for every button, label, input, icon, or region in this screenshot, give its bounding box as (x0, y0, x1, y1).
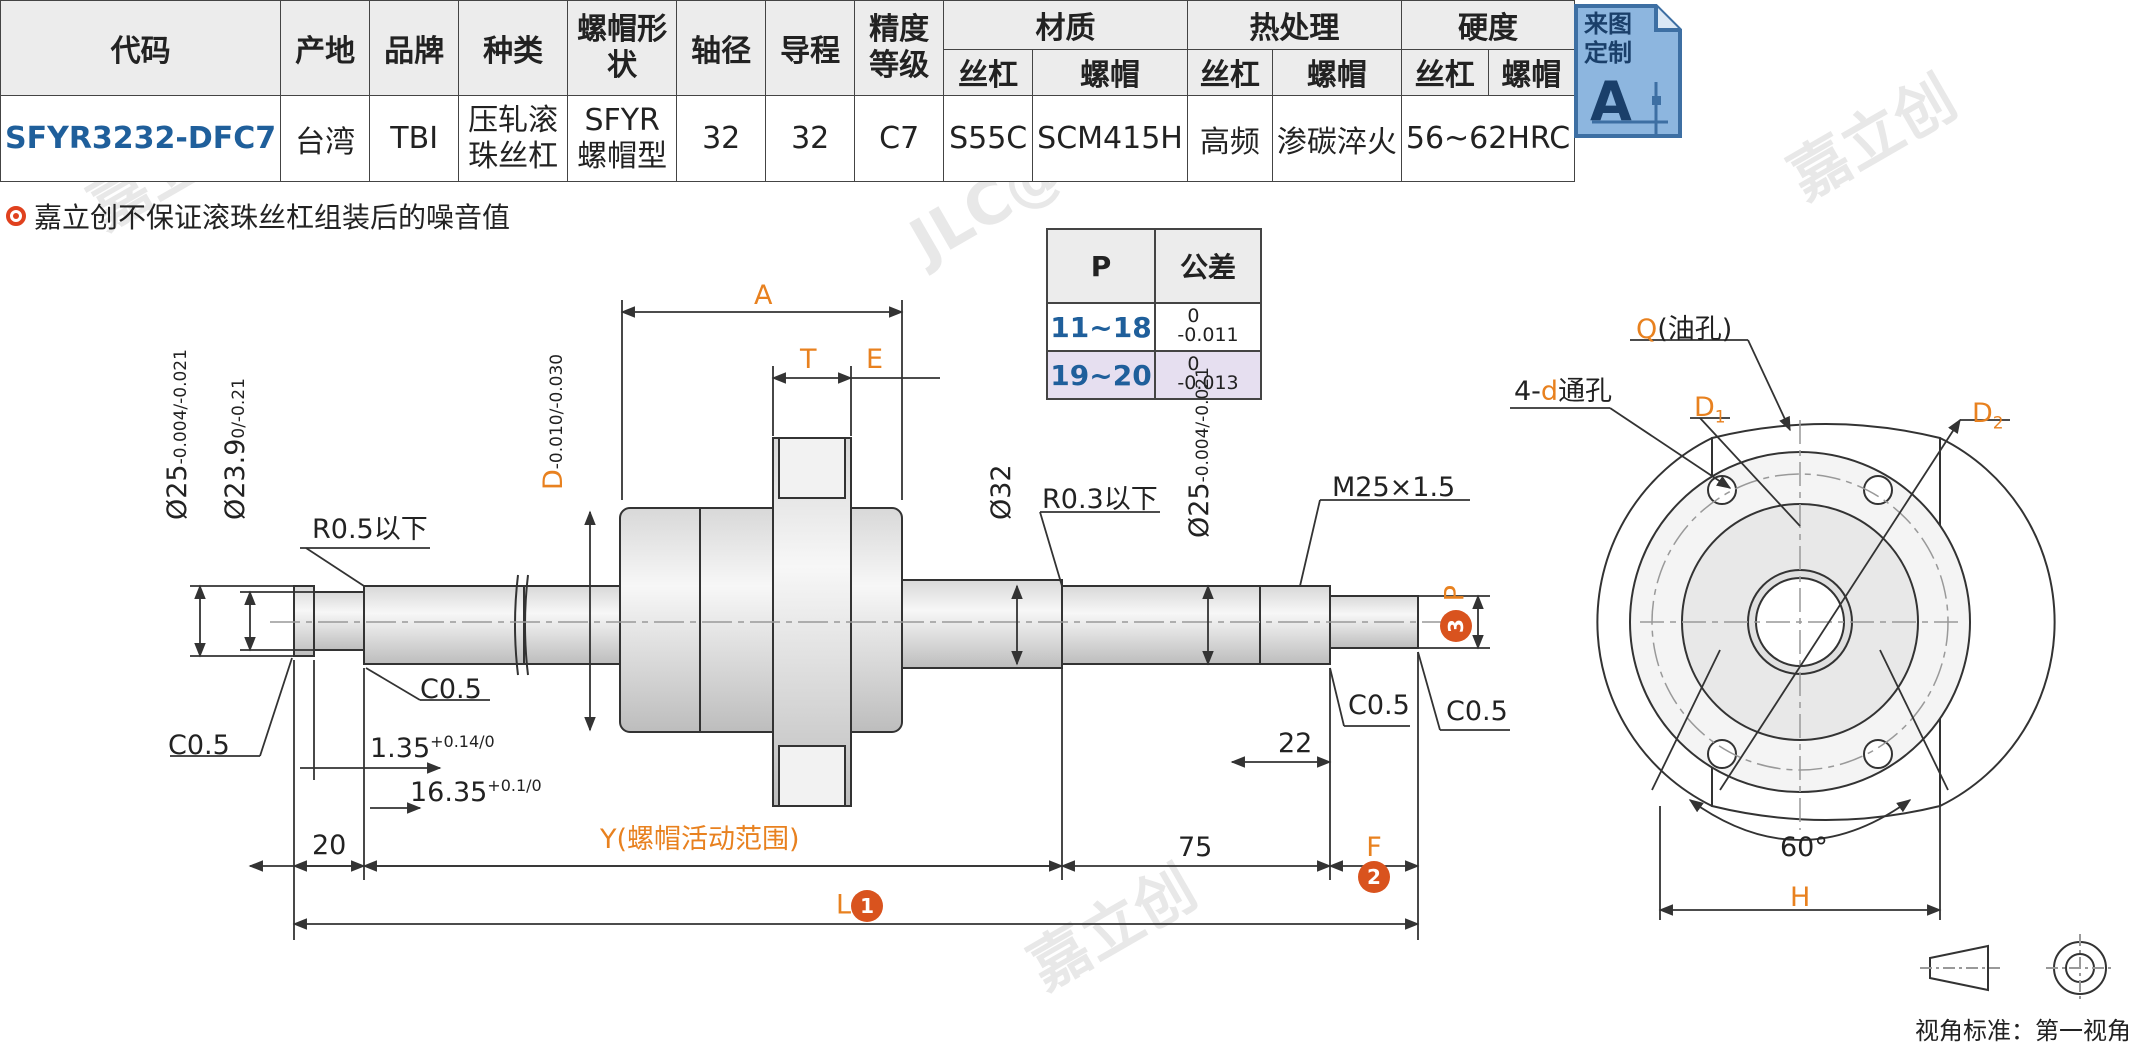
custom-drawing-badge[interactable]: 来图 定制 A (1572, 2, 1684, 140)
shaft-thread-right (901, 579, 1063, 669)
header-hardness: 硬度 (1400, 0, 1576, 50)
tol-header-tolerance: 公差 (1154, 228, 1262, 304)
dim-c05-left: C0.5 (168, 730, 230, 761)
shaft-journal-right (1061, 585, 1261, 665)
cell-nut-material: SCM415H (1032, 95, 1188, 182)
cell-hardness: 56~62HRC (1400, 95, 1576, 182)
header-type: 种类 (458, 0, 569, 96)
dim-4d-hole: 4-d通孔 (1514, 376, 1613, 407)
tol-value: 0-0.011 (1154, 302, 1262, 352)
sub-header: 丝杠 (1400, 48, 1489, 96)
cell-nut-heat: 渗碳淬火 (1271, 95, 1402, 182)
bullet-icon (6, 206, 26, 226)
tol-value: 0-0.013 (1154, 350, 1262, 400)
noise-note: 嘉立创不保证滚珠丝杠组装后的噪音值 (6, 196, 510, 236)
dim-angle-60: 60° (1780, 832, 1828, 863)
tolerance-table: P 公差 11~18 0-0.011 19~20 0-0.013 (1046, 228, 1262, 400)
header-accuracy: 精度等级 (854, 0, 945, 96)
cell-brand: TBI (369, 95, 460, 182)
shaft-m25-thread (1259, 585, 1331, 665)
dim-d1: D1 (1694, 392, 1726, 428)
sub-header: 螺帽 (1487, 48, 1576, 96)
dim-dia25-right: Ø25-0.004/-0.021 (1184, 367, 1215, 538)
dim-r03: R0.3以下 (1042, 484, 1158, 515)
dim-m25: M25×1.5 (1332, 472, 1456, 503)
cell-shaft-heat: 高频 (1186, 95, 1273, 182)
dim-r05: R0.5以下 (312, 514, 428, 545)
dim-c05-end: C0.5 (1446, 696, 1508, 727)
cell-accuracy: C7 (854, 95, 945, 182)
dim-22: 22 (1278, 728, 1313, 759)
dim-dia32: Ø32 (986, 464, 1017, 520)
dim-y-range: Y(螺帽活动范围) (600, 824, 800, 855)
badge-letter: A (1590, 70, 1632, 133)
dim-a: A (754, 280, 773, 311)
header-shaft-dia: 轴径 (676, 0, 767, 96)
shaft-left-journal (363, 585, 525, 665)
dim-c05-journal: C0.5 (420, 674, 482, 705)
header-lead: 导程 (765, 0, 856, 96)
document-icon (1574, 4, 1682, 138)
cell-shaft-dia: 32 (676, 95, 767, 182)
nut-body (619, 507, 903, 733)
shaft-end-left (293, 585, 315, 657)
dim-135: 1.35+0.14/0 (370, 732, 495, 764)
dim-q-oil-hole: Q(油孔) (1636, 314, 1733, 345)
dim-dia25-left: Ø25-0.004/-0.021 (162, 349, 193, 520)
sub-header: 螺帽 (1271, 48, 1402, 96)
tol-p-range: 19~20 (1046, 350, 1156, 400)
view-standard-label: 视角标准：第一视角 (1915, 1017, 2131, 1045)
dim-dia239: Ø23.90/-0.21 (220, 378, 251, 520)
tol-p-range: 11~18 (1046, 302, 1156, 352)
dim-d: D-0.010/-0.030 (538, 353, 569, 490)
sub-header: 丝杠 (1186, 48, 1273, 96)
cell-shaft-material: S55C (943, 95, 1034, 182)
header-heat-treatment: 热处理 (1186, 0, 1402, 50)
header-material: 材质 (943, 0, 1188, 50)
cell-type: 压轧滚珠丝杠 (458, 95, 569, 182)
dim-t: T (800, 344, 817, 375)
badge-line1: 来图 (1584, 10, 1632, 38)
header-nut-shape: 螺帽形状 (567, 0, 678, 96)
product-code: SFYR3232-DFC7 (0, 95, 282, 182)
dim-75: 75 (1178, 832, 1213, 863)
header-code: 代码 (0, 0, 282, 96)
dim-d2: D2 (1972, 398, 2004, 434)
dim-e: E (866, 344, 884, 375)
dim-1635: 16.35+0.1/0 (410, 776, 542, 808)
cell-origin: 台湾 (280, 95, 371, 182)
note-text: 嘉立创不保证滚珠丝杠组装后的噪音值 (34, 201, 511, 234)
tol-header-p: P (1046, 228, 1156, 304)
shaft-thread-left (523, 585, 625, 665)
dim-c05-thread: C0.5 (1348, 690, 1410, 721)
badge-line2: 定制 (1584, 38, 1632, 67)
dim-h: H (1790, 882, 1811, 913)
dim-p: 3 P (1440, 585, 1472, 642)
dim-20: 20 (312, 830, 347, 861)
cell-nut-shape: SFYR螺帽型 (567, 95, 678, 182)
spec-table: 代码 产地 品牌 种类 螺帽形状 轴径 导程 精度等级 材质 热处理 硬度 丝杠… (0, 0, 1576, 182)
